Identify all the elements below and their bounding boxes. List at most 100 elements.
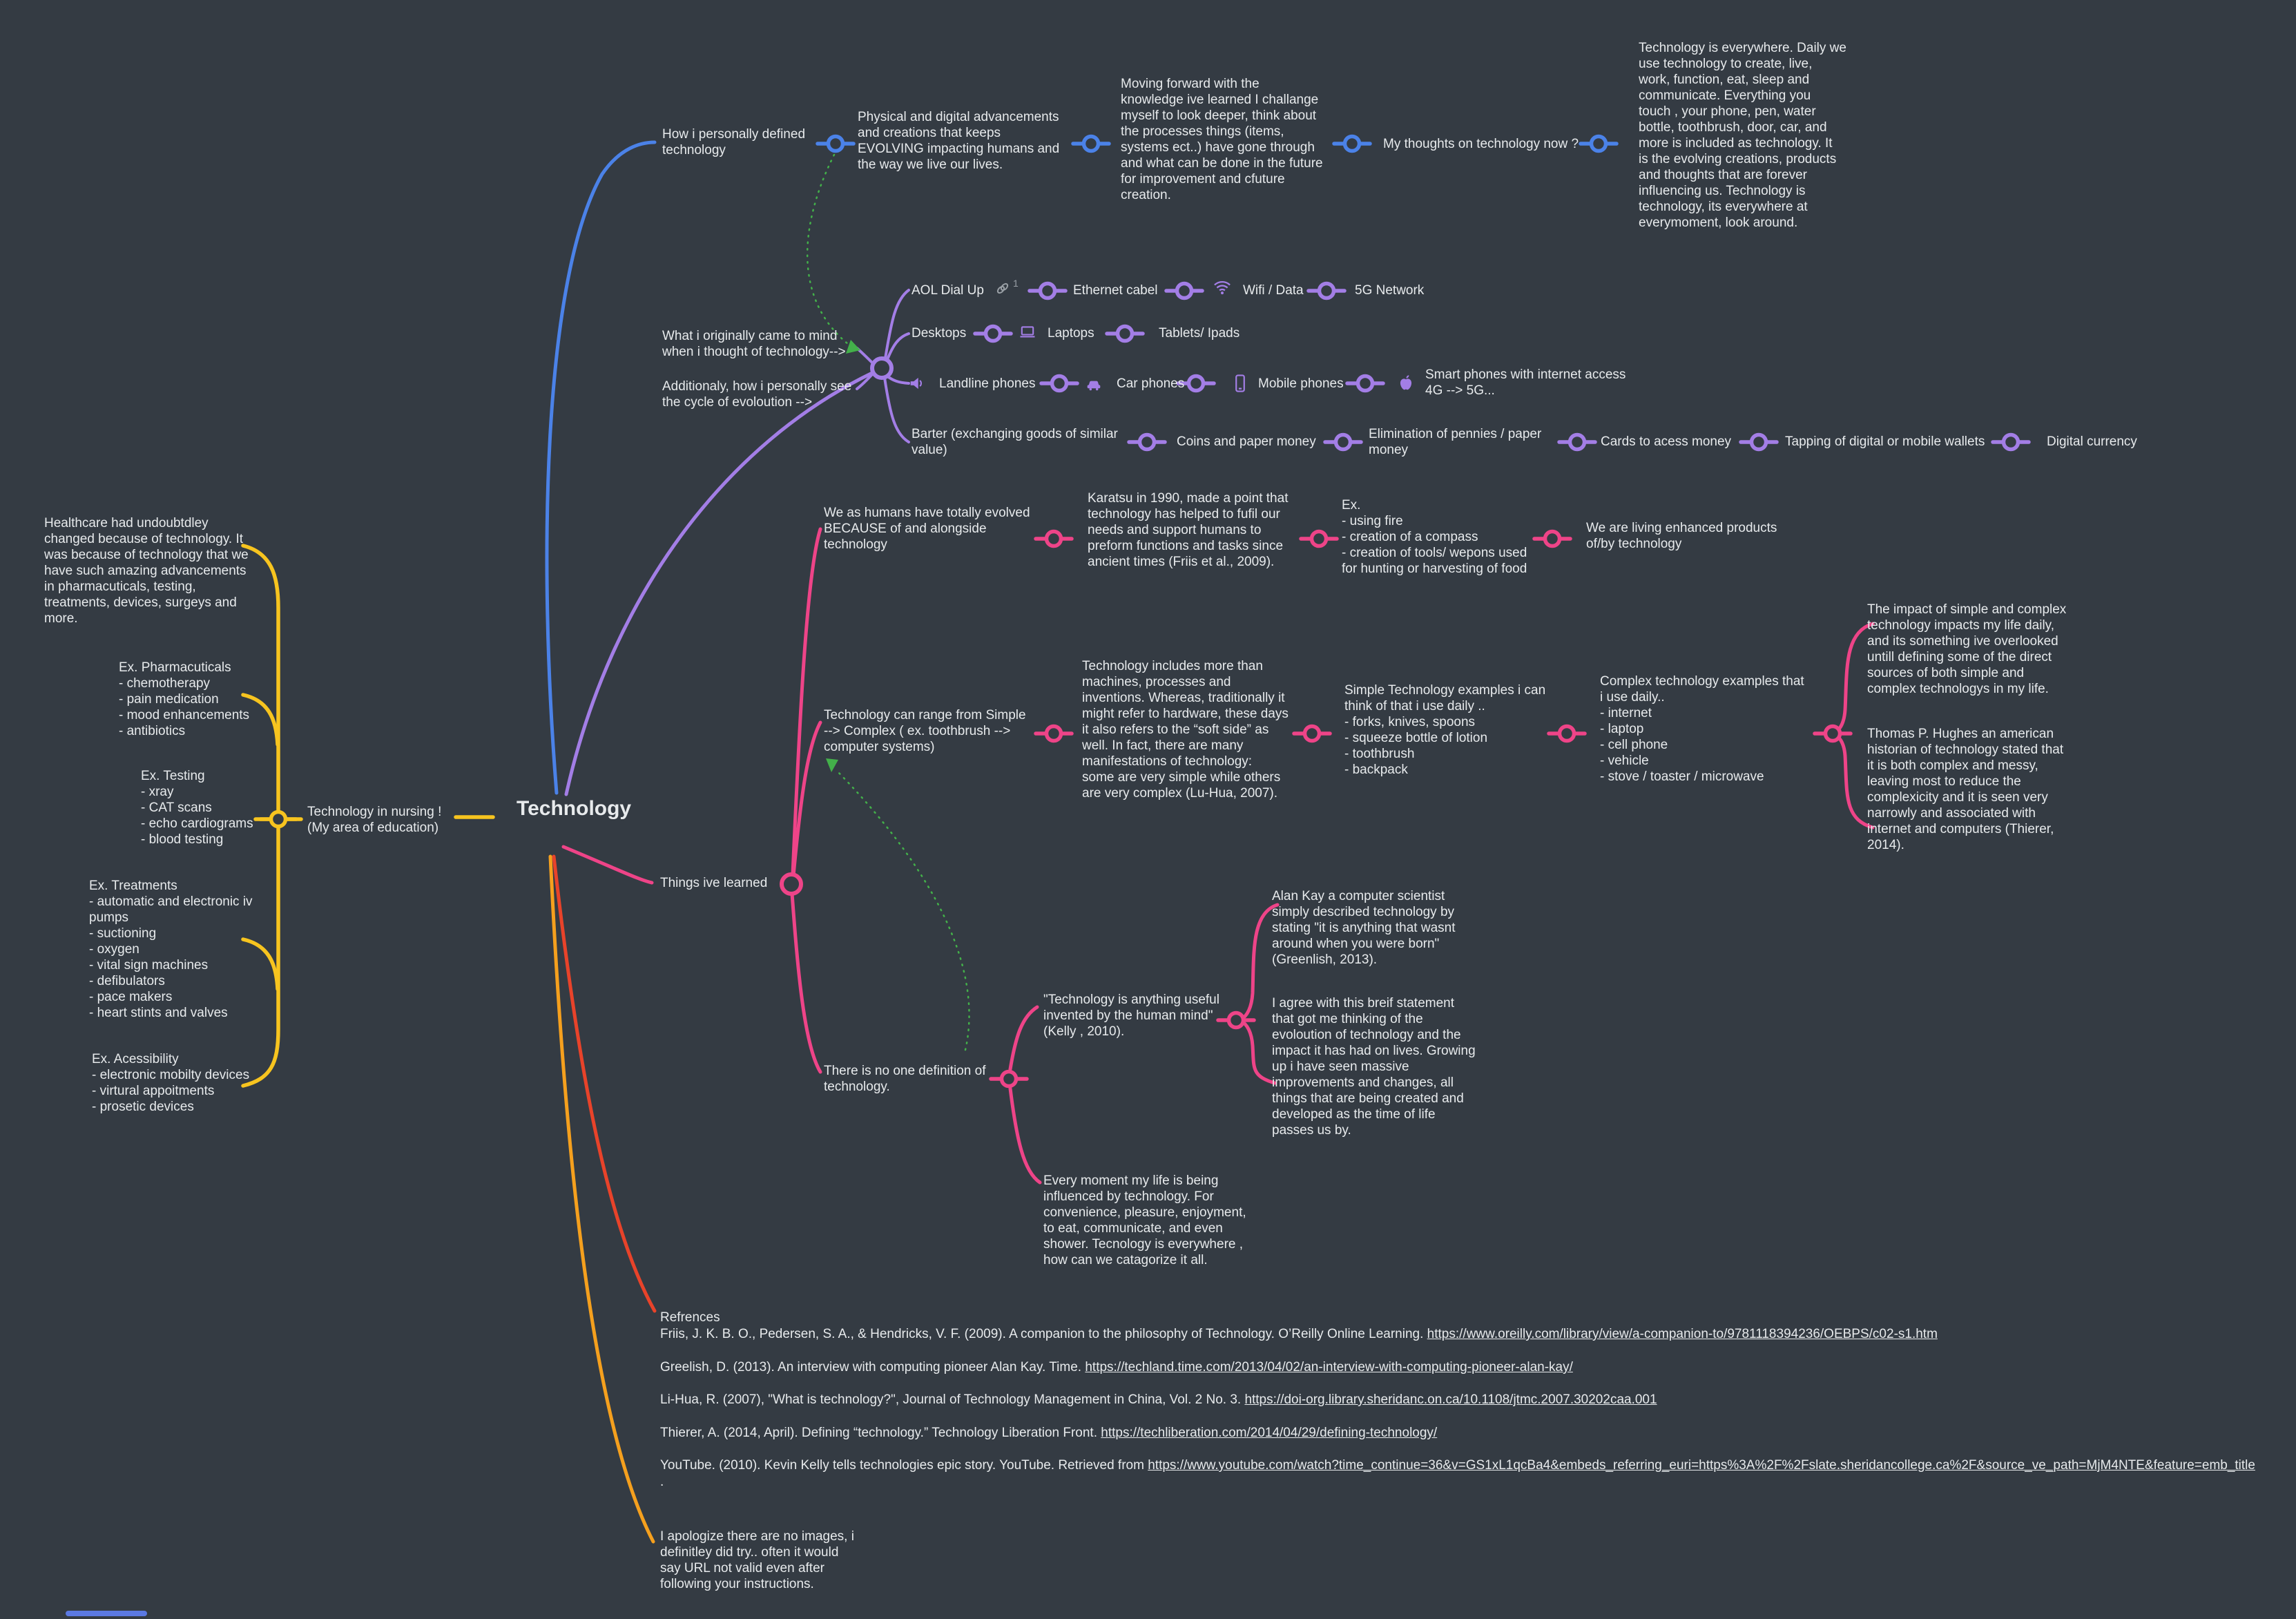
node-additionaly[interactable]: Additionaly, how i personally see the cy… bbox=[662, 379, 852, 410]
node-dot[interactable] bbox=[1164, 281, 1204, 300]
node-dot[interactable] bbox=[1332, 134, 1372, 153]
node-apology[interactable]: I apologize there are no images, i defin… bbox=[660, 1529, 854, 1591]
horizontal-scrollbar-thumb[interactable] bbox=[66, 1611, 147, 1616]
node-smart-phones[interactable]: Smart phones with internet access 4G -->… bbox=[1425, 367, 1626, 398]
node-dot[interactable] bbox=[1557, 432, 1597, 452]
node-mobile-phones[interactable]: Mobile phones bbox=[1258, 376, 1344, 391]
node-ex-pharma[interactable]: Ex. Pharmacuticals - chemotherapy - pain… bbox=[119, 660, 250, 738]
reference-link[interactable]: https://techland.time.com/2013/04/02/an-… bbox=[1085, 1360, 1573, 1374]
things-to-humans bbox=[791, 527, 822, 876]
node-impact[interactable]: The impact of simple and complex technol… bbox=[1867, 602, 2067, 696]
node-dot[interactable] bbox=[1547, 724, 1587, 743]
node-dot[interactable] bbox=[1176, 374, 1216, 393]
apple-icon bbox=[1396, 373, 1416, 394]
node-elimination[interactable]: Elimination of pennies / paper money bbox=[1369, 427, 1542, 457]
yellow-hook-treatments bbox=[241, 937, 280, 991]
node-ex-treatments[interactable]: Ex. Treatments - automatic and electroni… bbox=[89, 879, 253, 1020]
node-dot[interactable] bbox=[1306, 281, 1347, 300]
node-thoughts[interactable]: My thoughts on technology now ? bbox=[1383, 137, 1579, 151]
reference-item: Li-Hua, R. (2007), "What is technology?"… bbox=[660, 1392, 1657, 1408]
node-nursing[interactable]: Technology in nursing ! (My area of educ… bbox=[307, 805, 442, 835]
node-dot[interactable] bbox=[1034, 529, 1074, 548]
reference-text: Thierer, A. (2014, April). Defining “tec… bbox=[660, 1426, 1101, 1440]
node-5g[interactable]: 5G Network bbox=[1355, 283, 1425, 298]
node-dot[interactable] bbox=[1323, 432, 1363, 452]
node-dot[interactable] bbox=[1813, 724, 1853, 743]
node-dot[interactable] bbox=[1105, 324, 1145, 343]
node-dot[interactable] bbox=[1292, 724, 1332, 743]
node-dot[interactable] bbox=[780, 872, 803, 896]
node-ethernet[interactable]: Ethernet cabel bbox=[1073, 283, 1158, 298]
node-landline[interactable]: Landline phones bbox=[939, 376, 1036, 391]
node-dot[interactable] bbox=[1034, 724, 1074, 743]
center-node-technology[interactable]: Technology bbox=[517, 797, 632, 820]
node-dot[interactable] bbox=[1039, 374, 1079, 393]
node-coins[interactable]: Coins and paper money bbox=[1177, 434, 1316, 449]
node-includes[interactable]: Technology includes more than machines, … bbox=[1082, 659, 1289, 801]
node-dot[interactable] bbox=[1532, 529, 1572, 548]
node-alan-kay[interactable]: Alan Kay a computer scientist simply des… bbox=[1272, 889, 1456, 967]
node-car-phones[interactable]: Car phones bbox=[1117, 376, 1185, 391]
node-ex-fire[interactable]: Ex. - using fire - creation of a compass… bbox=[1342, 498, 1527, 576]
node-dot[interactable] bbox=[1127, 432, 1167, 452]
node-digital-currency[interactable]: Digital currency bbox=[2047, 434, 2137, 449]
node-wifi-data[interactable]: Wifi / Data bbox=[1243, 283, 1304, 298]
node-originally[interactable]: What i originally came to mind when i th… bbox=[662, 329, 846, 359]
node-barter[interactable]: Barter (exchanging goods of similar valu… bbox=[911, 427, 1118, 457]
reference-text: YouTube. (2010). Kevin Kelly tells techn… bbox=[660, 1458, 1148, 1473]
node-karatsu[interactable]: Karatsu in 1990, made a point that techn… bbox=[1088, 491, 1289, 569]
branch-purple-origin bbox=[564, 371, 874, 796]
node-ex-accessibility[interactable]: Ex. Acessibility - electronic mobilty de… bbox=[92, 1052, 250, 1114]
reference-link[interactable]: https://doi-org.library.sheridanc.on.ca/… bbox=[1244, 1392, 1657, 1407]
speaker-icon bbox=[907, 374, 927, 393]
node-no-definition[interactable]: There is no one definition of technology… bbox=[824, 1064, 986, 1094]
node-dot[interactable] bbox=[1991, 432, 2031, 452]
link-icon bbox=[994, 280, 1011, 297]
node-every-moment[interactable]: Every moment my life is being influenced… bbox=[1043, 1173, 1246, 1267]
node-dot[interactable] bbox=[1299, 529, 1339, 548]
node-agree[interactable]: I agree with this breif statement that g… bbox=[1272, 996, 1476, 1138]
node-aol[interactable]: AOL Dial Up bbox=[911, 283, 984, 298]
node-hughes[interactable]: Thomas P. Hughes an american historian o… bbox=[1867, 727, 2064, 852]
node-simple-ex[interactable]: Simple Technology examples i can think o… bbox=[1344, 683, 1546, 777]
node-dot[interactable] bbox=[989, 1069, 1029, 1089]
reference-link[interactable]: https://techliberation.com/2014/04/29/de… bbox=[1101, 1426, 1438, 1440]
node-tapping[interactable]: Tapping of digital or mobile wallets bbox=[1785, 434, 1985, 449]
reference-link[interactable]: https://www.youtube.com/watch?time_conti… bbox=[1148, 1458, 2255, 1473]
node-humans[interactable]: We as humans have totally evolved BECAUS… bbox=[824, 506, 1030, 552]
node-dot[interactable] bbox=[258, 810, 298, 829]
node-healthcare[interactable]: Healthcare had undoubtdley changed becau… bbox=[44, 516, 249, 626]
green-arrowhead-top bbox=[846, 340, 860, 354]
green-dashed-link-top bbox=[807, 153, 849, 345]
node-dot[interactable] bbox=[1216, 1010, 1256, 1030]
node-physical[interactable]: Physical and digital advancements and cr… bbox=[858, 110, 1060, 172]
reference-item: Thierer, A. (2014, April). Defining “tec… bbox=[660, 1425, 1437, 1441]
node-dot[interactable] bbox=[816, 134, 856, 153]
node-complex-ex[interactable]: Complex technology examples that i use d… bbox=[1600, 674, 1804, 784]
node-cards[interactable]: Cards to acess money bbox=[1601, 434, 1732, 449]
node-desktops[interactable]: Desktops bbox=[911, 326, 967, 341]
node-dot[interactable] bbox=[1739, 432, 1779, 452]
nodef-to-kelly bbox=[1008, 1005, 1039, 1071]
node-how-defined[interactable]: How i personally defined technology bbox=[662, 127, 806, 157]
node-moving[interactable]: Moving forward with the knowledge ive le… bbox=[1121, 77, 1323, 202]
node-laptops[interactable]: Laptops bbox=[1048, 326, 1094, 341]
reference-link[interactable]: https://www.oreilly.com/library/view/a-c… bbox=[1427, 1327, 1938, 1341]
node-dot[interactable] bbox=[1028, 281, 1068, 300]
node-dot[interactable] bbox=[1579, 134, 1619, 153]
node-tablets[interactable]: Tablets/ Ipads bbox=[1159, 326, 1240, 341]
node-range[interactable]: Technology can range from Simple --> Com… bbox=[824, 708, 1026, 754]
node-dot[interactable] bbox=[870, 356, 894, 380]
node-living[interactable]: We are living enhanced products of/by te… bbox=[1586, 521, 1777, 551]
node-everywhere[interactable]: Technology is everywhere. Daily we use t… bbox=[1639, 41, 1846, 230]
node-kelly[interactable]: "Technology is anything useful invented … bbox=[1043, 993, 1219, 1039]
node-dot[interactable] bbox=[973, 324, 1013, 343]
branch-pink-things bbox=[561, 845, 654, 885]
node-dot[interactable] bbox=[1345, 374, 1385, 393]
link-count-label: 1 bbox=[1013, 278, 1019, 289]
node-ex-testing[interactable]: Ex. Testing - xray - CAT scans - echo ca… bbox=[141, 769, 253, 847]
node-things-learned[interactable]: Things ive learned bbox=[660, 876, 768, 890]
node-dot[interactable] bbox=[1071, 134, 1111, 153]
